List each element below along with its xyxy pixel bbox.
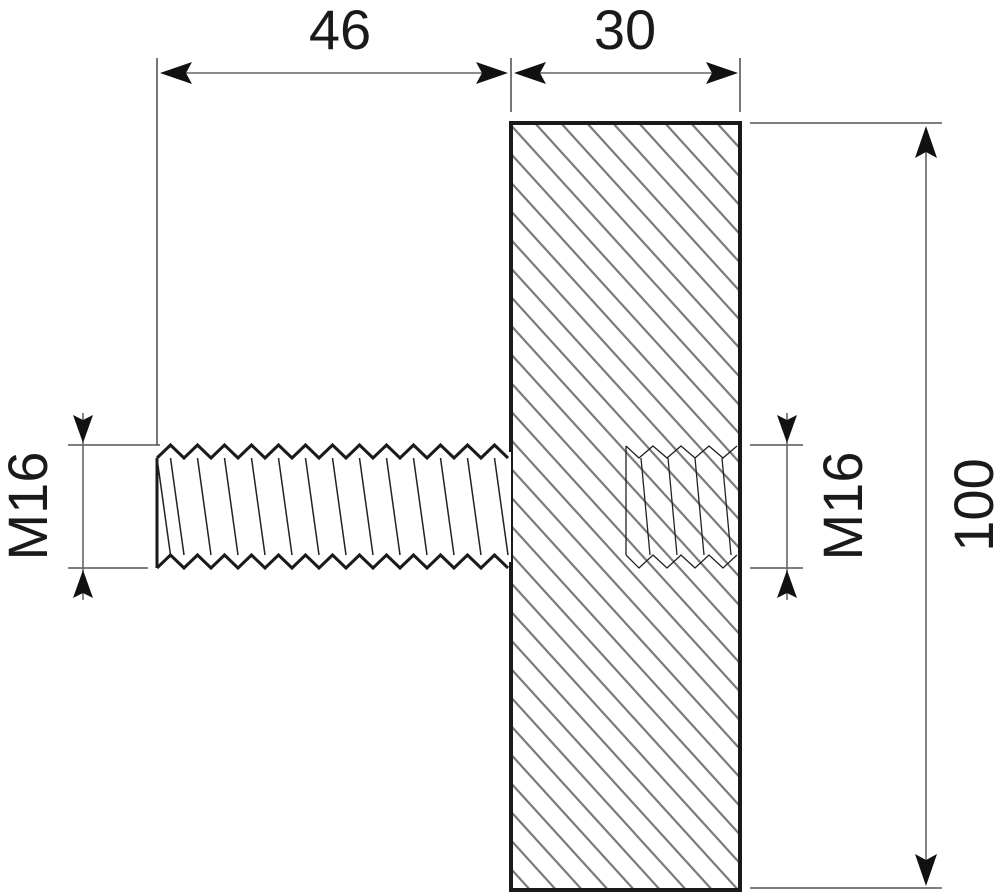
dimension-stud-thread: M16 xyxy=(0,413,160,600)
dim-label-100: 100 xyxy=(942,458,1000,551)
dim-label-m16-internal: M16 xyxy=(811,452,874,561)
dimension-body-thickness: 30 xyxy=(514,0,741,112)
dim-label-30: 30 xyxy=(594,0,656,61)
hatch-pattern xyxy=(511,123,740,890)
dimension-body-height: 100 xyxy=(750,122,1000,889)
stud-thread xyxy=(155,442,511,571)
internal-thread xyxy=(625,445,738,569)
body-section xyxy=(509,121,742,892)
dimension-stud-length: 46 xyxy=(156,0,512,445)
dim-label-m16-stud: M16 xyxy=(0,452,59,561)
dimension-internal-thread: M16 xyxy=(750,413,874,600)
dim-label-46: 46 xyxy=(309,0,371,61)
